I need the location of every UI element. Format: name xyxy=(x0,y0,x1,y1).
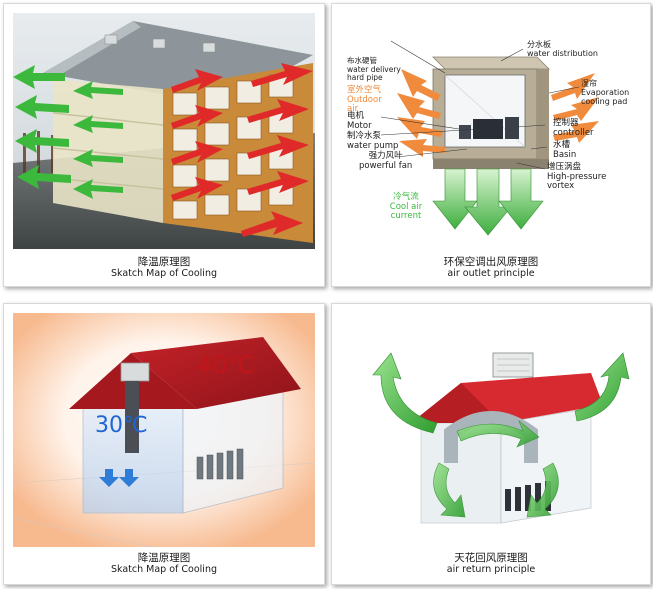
panel-air-outlet: 分水板 water distribution 布水硬管 water delive… xyxy=(331,3,651,287)
panel-air-return: 天花回风原理图 air return principle xyxy=(331,303,651,585)
label-cool-air: 冷气流 Cool air current xyxy=(389,192,423,221)
caption-cn: 降温原理图 xyxy=(137,552,191,564)
building-illustration xyxy=(13,13,315,249)
label-controller: 控制器 controller xyxy=(553,118,594,138)
label-vortex: 增压涡盘 High-pressure vortex xyxy=(547,162,607,191)
label-outdoor-air: 室外空气 Outdoor air xyxy=(347,85,382,114)
temperature-outside: 40℃ xyxy=(197,351,255,379)
label-water-pump: 制冷水泵 water pump xyxy=(347,131,399,151)
label-fan: 强力风叶 powerful fan xyxy=(359,151,413,171)
cooler-diagram xyxy=(341,13,641,249)
return-diagram xyxy=(341,313,641,547)
label-water-pipe: 布水硬管 water delivery hard pipe xyxy=(347,56,401,82)
caption-cn: 降温原理图 xyxy=(137,256,191,268)
label-basin: 水槽 Basin xyxy=(553,140,577,160)
caption-en: Skatch Map of Cooling xyxy=(110,268,217,279)
label-water-distribution: 分水板 water distribution xyxy=(527,40,598,58)
cooler-illustration: 分水板 water distribution 布水硬管 water delive… xyxy=(341,13,641,249)
building-diagram xyxy=(13,13,315,249)
caption-en: Skatch Map of Cooling xyxy=(110,564,217,575)
house-diagram xyxy=(13,313,315,547)
return-illustration xyxy=(341,313,641,547)
label-cooling-pad: 湿帘 Evaporation cooling pad xyxy=(581,79,630,106)
temperature-inside: 30℃ xyxy=(95,413,148,438)
house-illustration: 40℃ 30℃ xyxy=(13,313,315,547)
panel-cooling-building: 降温原理图 Skatch Map of Cooling xyxy=(3,3,325,287)
caption-en: air return principle xyxy=(446,564,536,575)
caption-cn: 环保空调出风原理图 xyxy=(443,256,539,268)
panel-house-cooling: 40℃ 30℃ 降温原理图 Skatch Map of Cooling xyxy=(3,303,325,585)
caption-en: air outlet principle xyxy=(447,268,535,279)
label-motor: 电机 Motor xyxy=(347,111,372,131)
caption-cn: 天花回风原理图 xyxy=(454,552,528,564)
